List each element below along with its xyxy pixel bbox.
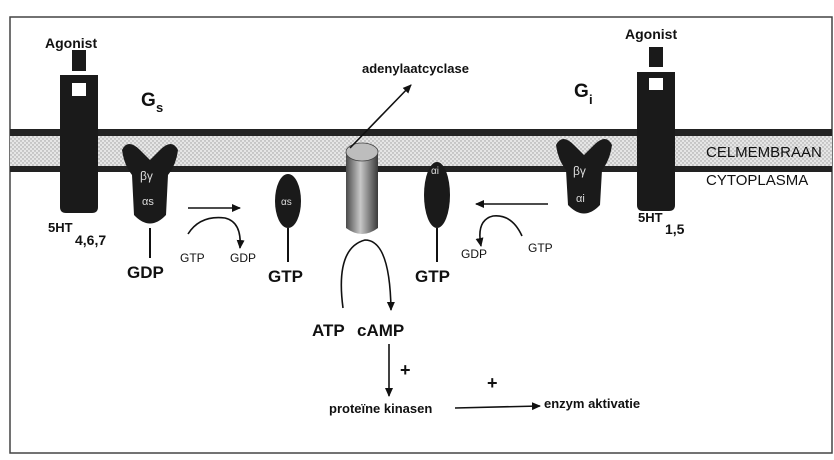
gdp-left-label: GDP: [127, 263, 164, 282]
gdp-left-small: GDP: [230, 251, 256, 265]
alpha-s-left: αs: [142, 196, 154, 208]
alpha-s-active: αs: [281, 197, 292, 208]
atp-camp-arrow: [341, 240, 391, 310]
plus-sign-2: +: [487, 373, 498, 393]
gdp-right-small: GDP: [461, 247, 487, 261]
agonist-left-label: Agonist: [45, 35, 97, 51]
exchange-arrow-left-curve: [188, 218, 240, 248]
receptor-right-subscript: 1,5: [665, 221, 685, 237]
camp-label: cAMP: [357, 321, 404, 340]
gs-subscript: s: [156, 100, 163, 115]
cytoplasm-label: CYTOPLASMA: [706, 172, 808, 189]
gtp-alpha-i-label: GTP: [415, 267, 450, 286]
gs-label: G: [141, 90, 156, 111]
gi-subscript: i: [589, 92, 593, 107]
receptor-left-label: 5HT: [48, 220, 73, 235]
gtp-left-small: GTP: [180, 251, 205, 265]
adenylate-cyclase-channel: [346, 143, 378, 234]
beta-gamma-left: βγ: [140, 169, 153, 183]
exchange-arrow-right-curve: [480, 216, 522, 246]
receptor-left: [60, 50, 98, 213]
receptor-right: [637, 47, 675, 211]
alpha-i-right: αi: [576, 193, 585, 205]
receptor-right-label: 5HT: [638, 210, 663, 225]
protein-kinases-label: proteïne kinasen: [329, 401, 432, 416]
alpha-s-gtp: [275, 174, 301, 262]
alpha-i-active: αi: [431, 166, 439, 177]
gi-label: G: [574, 81, 589, 102]
atp-label: ATP: [312, 321, 345, 340]
gtp-alpha-s-label: GTP: [268, 267, 303, 286]
cell-membrane-label: CELMEMBRAAN: [706, 144, 822, 161]
receptor-left-subscript: 4,6,7: [75, 232, 106, 248]
gtp-right-small: GTP: [528, 241, 553, 255]
enzyme-activation-label: enzym aktivatie: [544, 396, 640, 411]
agonist-right-label: Agonist: [625, 26, 677, 42]
diagram-frame: [10, 17, 832, 453]
plus-sign-1: +: [400, 360, 411, 380]
beta-gamma-right: βγ: [573, 164, 586, 178]
kinase-enzyme-arrow: [455, 406, 540, 408]
alpha-i-gtp: [424, 162, 450, 262]
adenylate-cyclase-label: adenylaatcyclase: [362, 61, 469, 76]
